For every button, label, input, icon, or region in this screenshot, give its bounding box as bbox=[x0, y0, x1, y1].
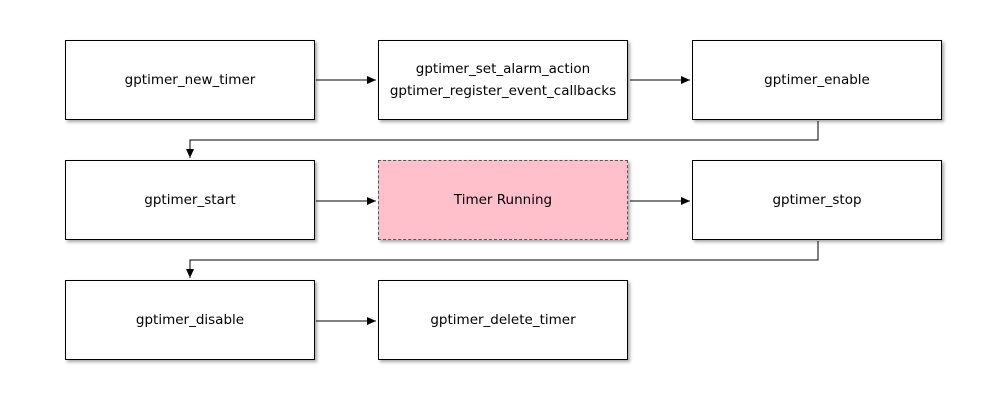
edge-stop-to-disable bbox=[186, 241, 819, 278]
edge-enable-to-start bbox=[186, 121, 819, 158]
node-label: gptimer_start bbox=[144, 192, 236, 208]
node-label: gptimer_stop bbox=[772, 192, 862, 208]
node-label: gptimer_delete_timer bbox=[430, 312, 576, 328]
node-label: gptimer_new_timer bbox=[124, 72, 256, 88]
node-label-line-2: gptimer_register_event_callbacks bbox=[389, 83, 617, 99]
node-gptimer-stop: gptimer_stop bbox=[692, 160, 942, 240]
node-timer-running: Timer Running bbox=[378, 160, 628, 240]
node-gptimer-delete-timer: gptimer_delete_timer bbox=[378, 280, 628, 360]
node-gptimer-disable: gptimer_disable bbox=[65, 280, 315, 360]
node-gptimer-enable: gptimer_enable bbox=[692, 40, 942, 120]
node-label: Timer Running bbox=[453, 192, 553, 208]
node-gptimer-start: gptimer_start bbox=[65, 160, 315, 240]
node-label: gptimer_disable bbox=[135, 312, 245, 328]
node-label: gptimer_enable bbox=[764, 72, 870, 88]
node-gptimer-set-alarm-register-callbacks: gptimer_set_alarm_action gptimer_registe… bbox=[378, 40, 628, 120]
node-gptimer-new-timer: gptimer_new_timer bbox=[65, 40, 315, 120]
node-label-line-1: gptimer_set_alarm_action bbox=[415, 61, 591, 77]
